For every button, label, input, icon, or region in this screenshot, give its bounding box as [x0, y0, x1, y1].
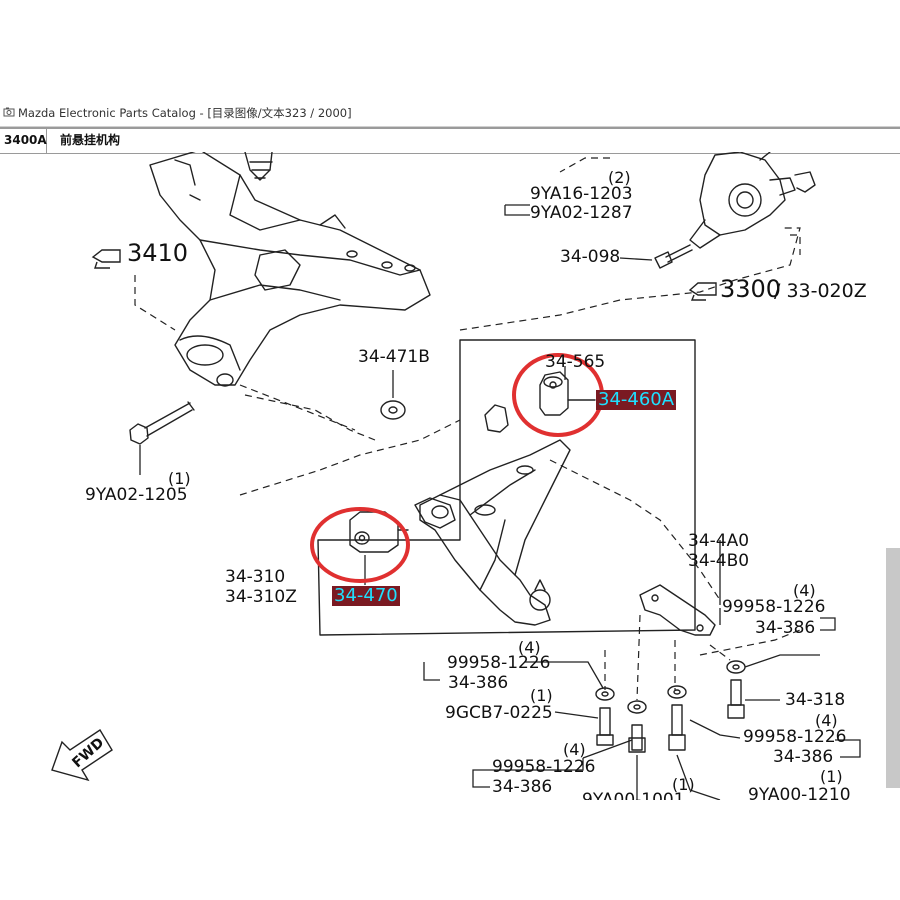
label-9ya16-1203[interactable]: 9YA16-1203: [530, 184, 633, 204]
label-34-4a0[interactable]: 34-4A0: [688, 531, 750, 551]
qty-4-a: (4): [793, 581, 816, 600]
label-34-471b[interactable]: 34-471B: [358, 347, 430, 367]
catalog-app-icon: [3, 107, 15, 117]
section-name: 前悬挂机构: [60, 133, 121, 147]
label-34-386-b[interactable]: 34-386: [448, 673, 509, 693]
label-9ya02-1287[interactable]: 9YA02-1287: [530, 203, 633, 223]
exploded-view-drawing: [51, 152, 861, 800]
label-99958-1226-c[interactable]: 99958-1226: [743, 727, 847, 747]
ref-3300[interactable]: 3300: [720, 275, 782, 303]
qty-4-d: (4): [563, 740, 586, 759]
label-9ya00-1210[interactable]: 9YA00-1210: [748, 785, 851, 801]
label-9ya00-cut[interactable]: 9YA00-1001: [582, 790, 685, 801]
label-9gcb7-0225[interactable]: 9GCB7-0225: [445, 703, 553, 723]
section-code: 3400A: [4, 129, 47, 153]
label-34-565[interactable]: 34-565: [545, 352, 606, 372]
vertical-scrollbar[interactable]: [886, 548, 900, 788]
qty-9ya02-1205: (1): [168, 469, 191, 488]
qty-1-d: (1): [672, 775, 695, 794]
qty-1-b: (1): [530, 686, 553, 705]
label-34-318[interactable]: 34-318: [785, 690, 846, 710]
label-34-310z[interactable]: 34-310Z: [225, 587, 297, 607]
label-34-098[interactable]: 34-098: [560, 247, 621, 267]
parts-diagram[interactable]: 3410 3300 / 33-020Z 34-471B 34-565 (1) 9…: [0, 152, 900, 800]
label-34-386-c[interactable]: 34-386: [773, 747, 834, 767]
label-99958-1226-b[interactable]: 99958-1226: [447, 653, 551, 673]
qty-4-c: (4): [815, 711, 838, 730]
qty-2: (2): [608, 168, 631, 187]
label-34-386-d[interactable]: 34-386: [492, 777, 553, 797]
label-34-4b0[interactable]: 34-4B0: [688, 551, 750, 571]
ref-3410[interactable]: 3410: [127, 239, 189, 267]
window-titlebar: Mazda Electronic Parts Catalog - [目录图像/文…: [0, 100, 900, 127]
label-9ya02-1205[interactable]: 9YA02-1205: [85, 485, 188, 505]
section-header: 3400A 前悬挂机构: [0, 127, 900, 154]
qty-1-c: (1): [820, 767, 843, 786]
label-34-386-a[interactable]: 34-386: [755, 618, 816, 638]
label-99958-1226-a[interactable]: 99958-1226: [722, 597, 826, 617]
label-99958-1226-d[interactable]: 99958-1226: [492, 757, 596, 777]
tag-34-460a[interactable]: 34-460A: [596, 389, 677, 410]
label-34-310[interactable]: 34-310: [225, 567, 286, 587]
ref-33-020z[interactable]: / 33-020Z: [774, 280, 867, 302]
qty-4-b: (4): [518, 638, 541, 657]
tag-34-470[interactable]: 34-470: [332, 585, 400, 606]
window-title: Mazda Electronic Parts Catalog - [目录图像/文…: [18, 106, 352, 120]
